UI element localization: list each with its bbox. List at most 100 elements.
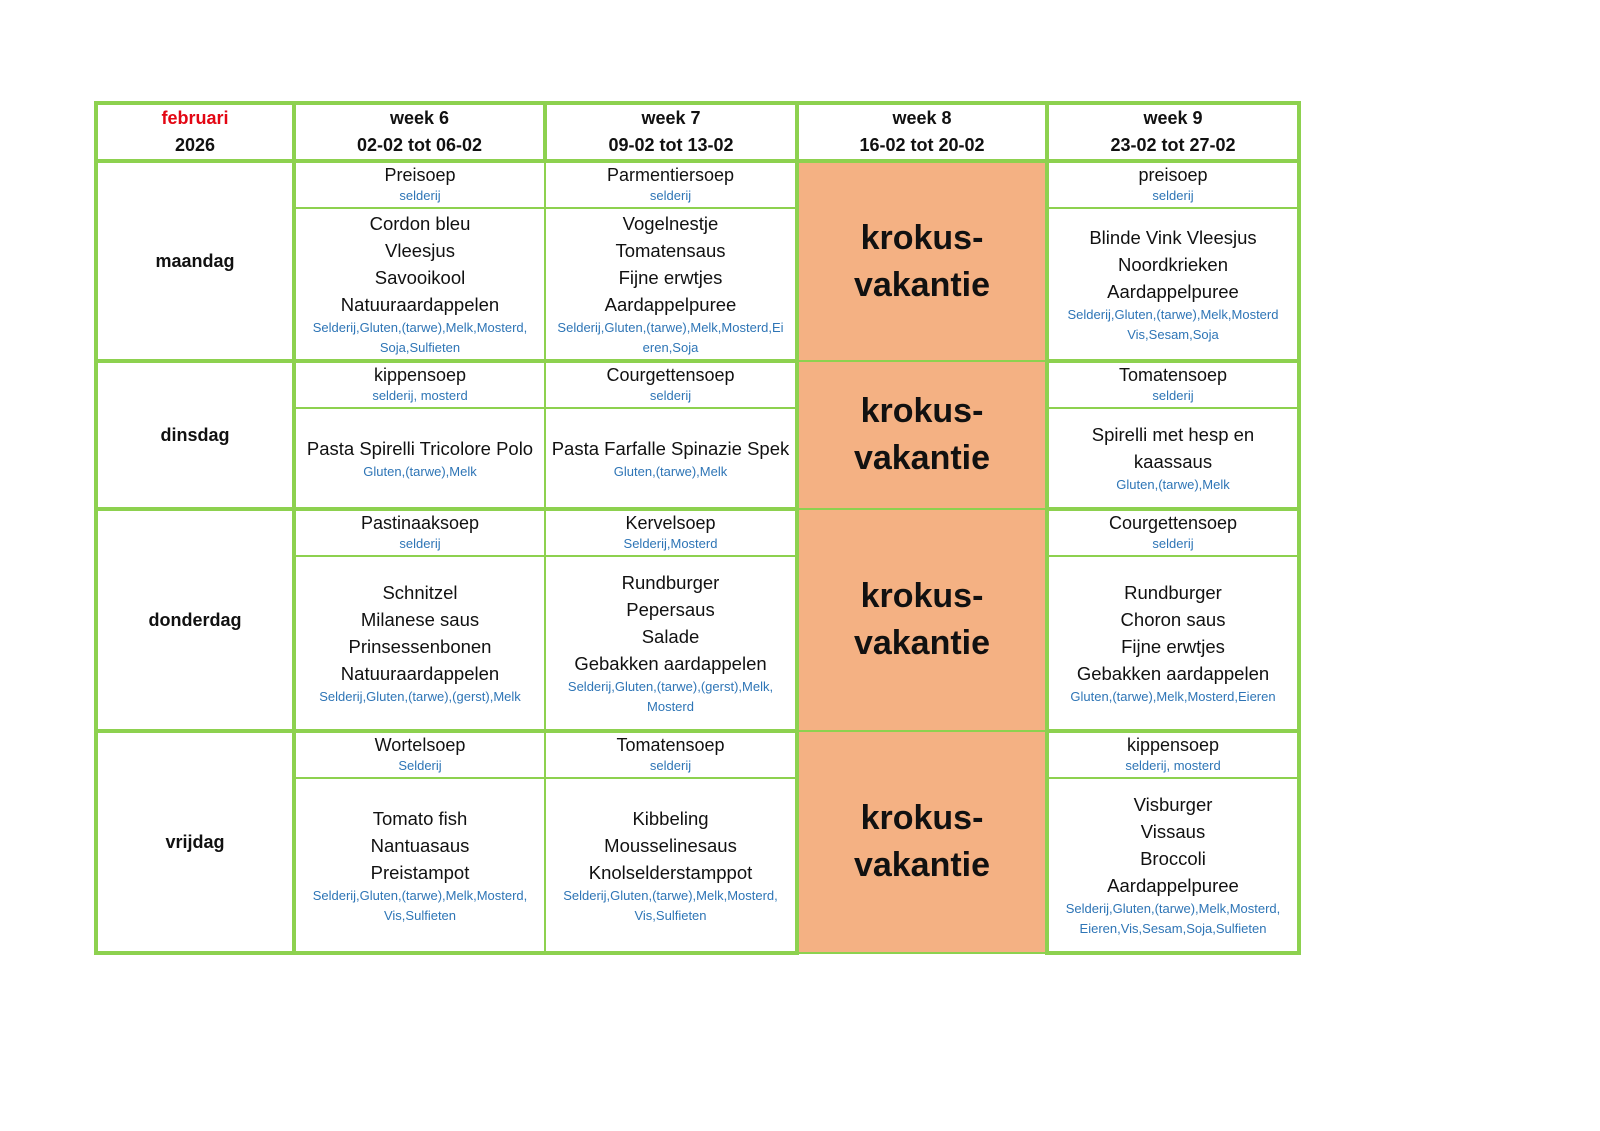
dish-line: Natuuraardappelen [340, 294, 500, 315]
dish-line: Gebakken aardappelen [574, 653, 767, 674]
week-label: week 8 [892, 108, 952, 128]
dish-line: Vogelnestje [622, 213, 719, 234]
soup-name: Preisoep [384, 165, 456, 185]
soup-name: Parmentiersoep [606, 165, 735, 185]
week-range: 16-02 tot 20-02 [859, 135, 985, 155]
dish-line: Broccoli [1140, 848, 1206, 869]
soup-name: Kervelsoep [625, 513, 716, 533]
soup-cell: Courgettensoep selderij [1046, 508, 1301, 557]
soup-row: dinsdag kippensoep selderij, mosterd Courge… [94, 360, 1301, 511]
main-allergens: Selderij,Gluten,(tarwe),Melk,Mosterd, So… [312, 320, 528, 355]
soup-allergens: selderij [1152, 388, 1194, 403]
week-label: week 9 [1143, 108, 1203, 128]
week-range: 02-02 tot 06-02 [356, 135, 483, 155]
soup-allergens: selderij [1152, 536, 1194, 551]
soup-name: kippensoep [373, 365, 467, 385]
soup-name: Courgettensoep [606, 365, 735, 385]
soup-cell: Courgettensoep selderij [544, 360, 798, 409]
month: februari [161, 108, 229, 128]
week-label: week 7 [641, 108, 701, 128]
dish-line: Visburger [1133, 794, 1213, 815]
day-label: donderdag [94, 508, 296, 733]
dish-line: Vleesjus [385, 240, 455, 261]
dish-line: Prinsessenbonen [348, 636, 492, 657]
main-allergens: Selderij,Gluten,(tarwe),(gerst),Melk, Mo… [567, 679, 774, 714]
dish-line: Aardappelpuree [1107, 280, 1239, 302]
day-label: vrijdag [94, 730, 296, 955]
soup-allergens: selderij, mosterd [1125, 758, 1221, 773]
vacation-line1: krokus- [860, 577, 984, 615]
vacation-line2: vakantie [853, 624, 991, 662]
dish-line: Aardappelpuree [604, 294, 737, 315]
soup-allergens: selderij [649, 388, 692, 403]
vacation-cell: krokus-vakantie [795, 360, 1049, 510]
dish-line: Choron saus [1120, 609, 1226, 630]
vacation-line2: vakantie [853, 846, 991, 884]
dish-line: Natuuraardappelen [340, 663, 500, 684]
vacation-cell: krokus-vakantie [795, 730, 1049, 954]
dish-line: Gebakken aardappelen [1076, 663, 1270, 684]
main-allergens: Selderij,Gluten,(tarwe),Melk,Mosterd, Vi… [312, 887, 528, 923]
vacation-cell: krokus-vakantie [795, 160, 1049, 362]
dish-line: Rundburger [621, 572, 720, 593]
day-label: maandag [94, 160, 296, 363]
soup-name: Tomatensoep [1118, 365, 1228, 385]
dish-line: Pasta Spirelli Tricolore Polo [306, 437, 534, 459]
dish-line: Preistampot [370, 861, 470, 883]
soup-name: Courgettensoep [1108, 513, 1238, 533]
vacation-line1: krokus- [860, 799, 984, 837]
dish-line: Vissaus [1140, 821, 1206, 842]
soup-allergens: selderij [399, 188, 441, 203]
soup-name: Wortelsoep [374, 735, 466, 755]
soup-allergens: selderij [649, 188, 692, 203]
dish-line: Tomato fish [372, 807, 468, 829]
main-allergens: Gluten,(tarwe),Melk [363, 463, 477, 479]
soup-allergens: selderij [399, 536, 441, 551]
dish-line: Schnitzel [382, 582, 458, 603]
soup-allergens: Selderij,Mosterd [623, 536, 718, 551]
soup-allergens: selderij, mosterd [372, 388, 468, 403]
main-allergens: Gluten,(tarwe),Melk [1116, 477, 1230, 492]
main-allergens: Selderij,Gluten,(tarwe),Melk,Mosterd Vis… [1067, 306, 1279, 342]
dish-line: Knolselderstamppot [588, 861, 753, 883]
dish-line: Milanese saus [360, 609, 480, 630]
soup-row: maandag Preisoep selderij Parmentiersoep sel… [94, 160, 1301, 363]
dish-line: Noordkrieken [1117, 253, 1229, 275]
vacation-line2: vakantie [853, 439, 991, 477]
soup-allergens: selderij [649, 758, 692, 773]
dish-line: Tomatensaus [615, 240, 726, 261]
year: 2026 [174, 135, 216, 155]
soup-cell: kippensoep selderij, mosterd [1046, 730, 1301, 779]
day-label: dinsdag [94, 360, 296, 511]
dish-line: Kibbeling [632, 807, 709, 829]
main-allergens: Selderij,Gluten,(tarwe),Melk,Mosterd, Ei… [1065, 901, 1281, 936]
dish-line: Blinde Vink Vleesjus [1089, 226, 1257, 248]
soup-cell: kippensoep selderij, mosterd [293, 360, 546, 409]
vacation-line2: vakantie [853, 265, 991, 304]
soup-name: kippensoep [1126, 735, 1220, 755]
vacation-cell: krokus-vakantie [795, 508, 1049, 732]
dish-line: Fijne erwtjes [618, 267, 723, 288]
main-allergens: Gluten,(tarwe),Melk [613, 463, 728, 479]
main-allergens: Selderij,Gluten,(tarwe),Melk,Mosterd, Vi… [563, 887, 778, 923]
main-allergens: Selderij,Gluten,(tarwe),(gerst),Melk [319, 689, 521, 704]
main-allergens: Selderij,Gluten,(tarwe),Melk,Mosterd,Ei … [557, 320, 784, 355]
